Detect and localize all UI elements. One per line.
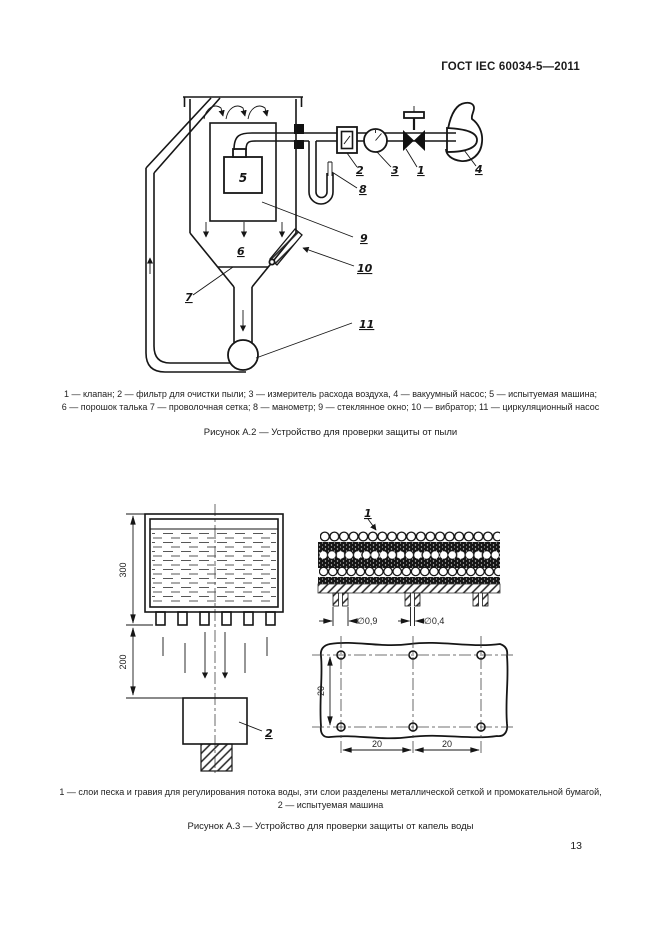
figure-a2-caption: Рисунок А.2 — Устройство для проверки за… <box>203 427 458 438</box>
funnel <box>189 228 303 288</box>
figure-a2-legend-line2: 6 — порошок талька 7 — проволочная сетка… <box>61 402 600 412</box>
dim-20v-label: 20 <box>316 686 326 696</box>
vibrator <box>268 228 303 266</box>
figure-a3-legend-line1: 1 — слои песка и гравия для регулировани… <box>59 787 602 797</box>
dimension-dia-04: ∅0,4 <box>398 607 444 626</box>
fig-a2-label-4: 4 <box>474 163 483 176</box>
plate-plan-view: 20 20 20 <box>312 636 514 756</box>
fig-a2-label-11: 11 <box>359 318 374 331</box>
dust-filter <box>336 126 358 154</box>
sand-gravel-layers: 1 <box>317 507 501 594</box>
figure-a2-legend-line1: 1 — клапан; 2 — фильтр для очистки пыли;… <box>63 389 598 399</box>
fig-a3-label-2: 2 <box>265 727 273 740</box>
figure-a3-drawing: 300 200 2 <box>118 504 514 773</box>
u-tube-manometer <box>308 141 334 205</box>
air-flow-arrows <box>203 105 269 120</box>
air-flow-meter <box>363 128 388 153</box>
dia-04-label: ∅0,4 <box>424 616 444 626</box>
fig-a2-label-6: 6 <box>237 245 245 258</box>
support-plate <box>317 583 501 594</box>
water-fill <box>152 531 276 605</box>
machine-base <box>200 743 233 772</box>
test-machine <box>223 156 263 194</box>
fig-a2-label-9: 9 <box>360 232 368 245</box>
dim-20b-label: 20 <box>442 739 452 749</box>
glass-window <box>209 122 277 222</box>
drip-tubes <box>332 592 489 607</box>
fig-a2-label-2: 2 <box>356 164 364 177</box>
figure-a2-legend: 1 — клапан; 2 — фильтр для очистки пыли;… <box>0 388 661 414</box>
drip-nozzles <box>155 611 276 626</box>
figure-a3-legend: 1 — слои песка и гравия для регулировани… <box>0 786 661 812</box>
vacuum-pump <box>445 101 484 162</box>
figure-a3-caption: Рисунок А.3 — Устройство для проверки за… <box>187 821 474 832</box>
circulation-pump <box>227 339 259 371</box>
page-number: 13 <box>570 840 582 852</box>
fig-a2-label-8: 8 <box>359 183 367 196</box>
machine-label: 5 <box>239 171 247 185</box>
water-tank <box>144 513 284 613</box>
water-drops <box>162 632 268 679</box>
dim-200-label: 200 <box>118 654 128 669</box>
dimension-200: 200 <box>118 627 247 699</box>
dust-fall-arrows <box>202 222 286 238</box>
leader-lines <box>192 148 477 359</box>
dim-300-label: 300 <box>118 562 128 577</box>
fig-a2-label-10: 10 <box>357 262 373 275</box>
circulation-loop <box>145 97 259 373</box>
wall-seal <box>294 124 304 149</box>
fig-a2-label-3: 3 <box>391 164 399 177</box>
figure-a2-drawing: 5 <box>145 96 484 373</box>
test-machine-a3: 2 <box>182 697 273 772</box>
dim-20a-label: 20 <box>372 739 382 749</box>
dust-chamber: 5 <box>183 96 303 238</box>
dia-09-label: ∅0,9 <box>357 616 377 626</box>
dimension-dia-09: ∅0,9 <box>319 607 377 626</box>
dimension-300: 300 <box>118 513 153 626</box>
standard-header: ГОСТ IEC 60034-5—2011 <box>441 61 580 73</box>
fig-a2-label-7: 7 <box>185 291 193 304</box>
fig-a3-label-1: 1 <box>364 507 372 520</box>
fig-a2-label-1: 1 <box>417 164 425 177</box>
figure-a3-legend-line2: 2 — испытуемая машина <box>277 800 384 810</box>
valve <box>403 106 425 151</box>
